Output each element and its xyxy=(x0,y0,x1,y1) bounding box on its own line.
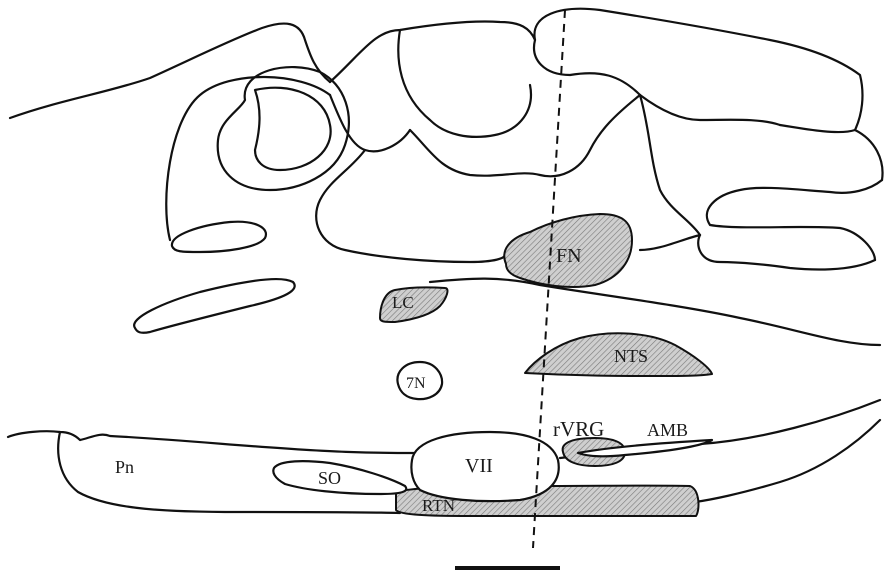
folia-line-8 xyxy=(410,95,640,176)
label-rvrg: rVRG xyxy=(553,417,604,441)
folia-line-7 xyxy=(316,150,505,262)
label-vii: VII xyxy=(465,455,493,477)
left-long-structure xyxy=(134,279,295,333)
folia-line-4 xyxy=(640,95,700,235)
brainstem-ventral-upper xyxy=(8,431,415,453)
label-7n: 7N xyxy=(406,375,426,392)
inner-loop-core xyxy=(255,88,331,170)
folia-line-1 xyxy=(534,40,640,95)
label-fn: FN xyxy=(556,245,582,267)
cerebellum-lower-outline xyxy=(640,235,875,270)
label-rtn: RTN xyxy=(422,496,455,515)
brainstem-dorsal-border xyxy=(430,279,880,345)
cerebellum-right-outline xyxy=(707,180,882,260)
cerebellum-upper-outline xyxy=(330,9,883,180)
label-lc: LC xyxy=(392,293,414,312)
region-lc xyxy=(380,287,447,322)
label-nts: NTS xyxy=(614,346,648,366)
label-pn: Pn xyxy=(115,457,134,477)
label-amb: AMB xyxy=(647,420,688,440)
folia-line-3 xyxy=(780,125,855,132)
folia-line-5 xyxy=(398,30,531,137)
folia-line-2 xyxy=(640,95,780,125)
label-so: SO xyxy=(318,468,341,488)
left-small-structure xyxy=(172,222,266,252)
ventral-right-curve xyxy=(695,420,880,502)
folia-line-6 xyxy=(330,95,410,151)
